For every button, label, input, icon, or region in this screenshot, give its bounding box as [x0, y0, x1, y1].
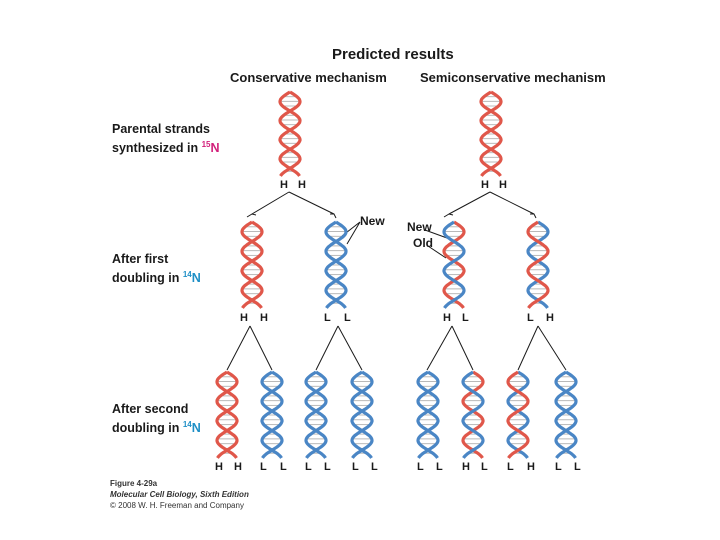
arrow-heads — [444, 214, 536, 218]
book-title: Molecular Cell Biology, Sixth Edition — [110, 489, 249, 500]
dna-helix — [556, 372, 576, 458]
dna-helix — [280, 92, 300, 176]
dna-helix — [262, 372, 282, 458]
dna-helix — [444, 222, 464, 308]
dna-helix — [418, 372, 438, 458]
dna-helix — [463, 372, 483, 458]
dna-helix — [352, 372, 372, 458]
dna-helix — [528, 222, 548, 308]
figure-number: Figure 4-29a — [110, 478, 249, 489]
copyright: © 2008 W. H. Freeman and Company — [110, 500, 249, 511]
dna-helix — [326, 222, 346, 308]
branch-arrow-lines — [252, 192, 334, 214]
figure-caption: Figure 4-29a Molecular Cell Biology, Six… — [110, 478, 249, 511]
arrow-heads — [247, 214, 336, 218]
branch-arrows — [227, 192, 566, 370]
dna-helix — [481, 92, 501, 176]
branch-arrow-lines — [449, 192, 534, 214]
helix-group — [217, 92, 576, 458]
branch-arrow-lines — [227, 326, 362, 370]
dna-helix — [508, 372, 528, 458]
branch-arrow-lines — [427, 326, 566, 370]
dna-helix — [242, 222, 262, 308]
dna-helix — [306, 372, 326, 458]
dna-helix — [217, 372, 237, 458]
